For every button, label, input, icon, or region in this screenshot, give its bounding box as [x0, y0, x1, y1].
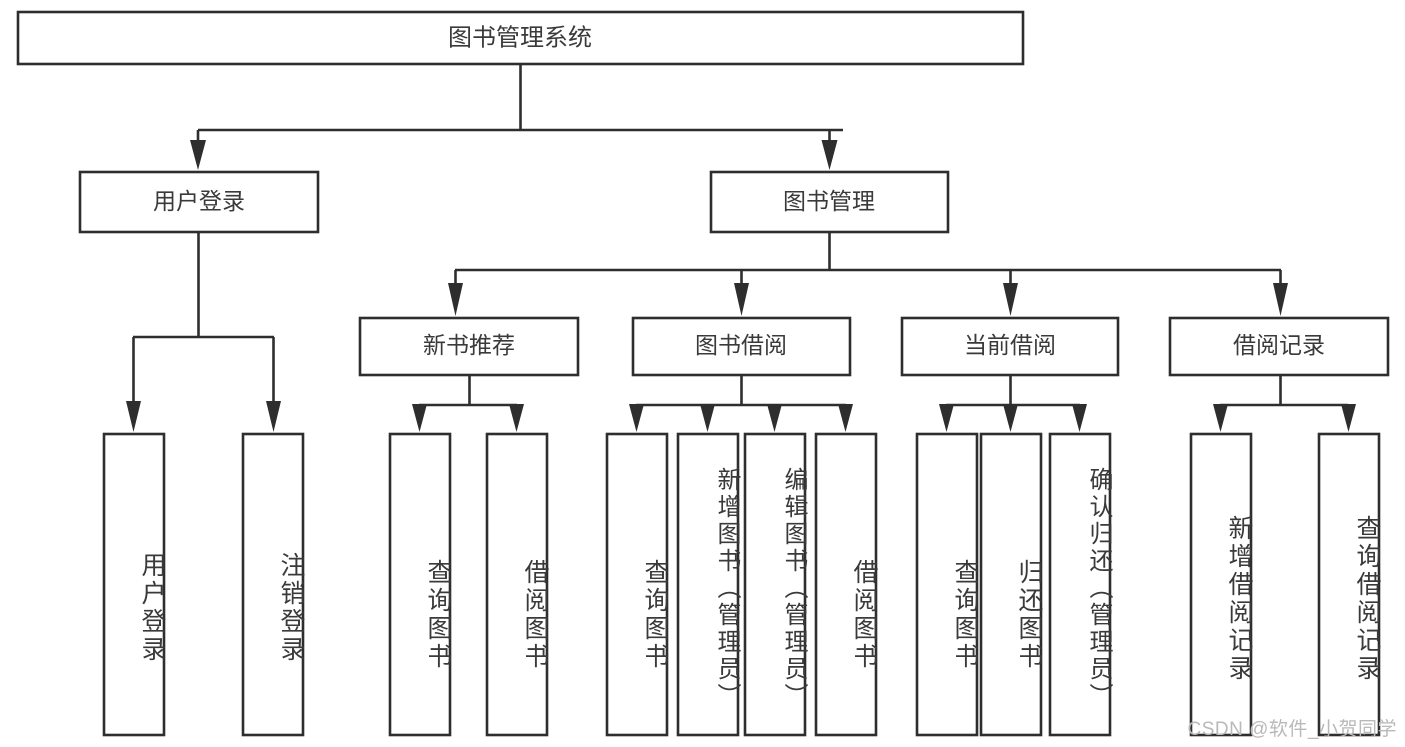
node-new-book-rec-label: 新书推荐: [423, 332, 515, 358]
arrow-head-br-query-record: [1341, 404, 1356, 432]
connector-group-user-login: [126, 233, 281, 432]
arrow-head-nbr-borrow-book: [509, 404, 524, 432]
node-new-book-rec-box[interactable]: [358, 316, 580, 377]
leaf-boxes: [102, 432, 1381, 737]
node-book-borrow[interactable]: 图书借阅: [631, 316, 852, 377]
leaf-box-br-add-record[interactable]: [1189, 432, 1253, 737]
arrow-head-br-add-record: [1213, 404, 1228, 432]
leaf-box-user-login[interactable]: [102, 432, 166, 737]
node-user-login-label: 用户登录: [153, 188, 245, 214]
arrow-head-book-borrow: [734, 283, 749, 316]
arrow-head-bb-borrow-book: [838, 404, 853, 432]
node-current-borrow[interactable]: 当前借阅: [900, 316, 1120, 377]
leaf-box-bb-query-book[interactable]: [605, 432, 669, 737]
node-borrow-record-label: 借阅记录: [1233, 332, 1325, 358]
node-new-book-rec[interactable]: 新书推荐: [358, 316, 580, 377]
connector-group-book-manage: [448, 233, 1288, 316]
arrow-head-bb-query-book: [629, 404, 644, 432]
arrow-head-leaf-user-login: [126, 401, 141, 432]
node-borrow-record[interactable]: 借阅记录: [1168, 316, 1390, 377]
arrow-head-user-login: [190, 140, 206, 170]
leaf-box-cb-return-book[interactable]: [979, 432, 1043, 737]
node-current-borrow-box[interactable]: [900, 316, 1120, 377]
connector-group-borrow-record: [1213, 376, 1356, 432]
arrow-head-cb-query-book: [939, 404, 954, 432]
leaf-box-bb-edit-book[interactable]: [743, 432, 807, 737]
node-book-borrow-box[interactable]: [631, 316, 852, 377]
leaf-box-bb-borrow-book[interactable]: [814, 432, 878, 737]
leaf-box-nbr-borrow-book[interactable]: [485, 432, 549, 737]
arrow-head-current-borrow: [1003, 283, 1018, 316]
arrow-head-nbr-query-book: [412, 404, 427, 432]
node-root[interactable]: 图书管理系统: [16, 10, 1025, 66]
arrow-head-leaf-logout: [266, 401, 281, 432]
connector-group-current-borrow: [939, 376, 1087, 432]
node-user-login[interactable]: 用户登录: [78, 170, 320, 234]
connector-group-new-book-rec: [412, 376, 524, 432]
leaf-box-br-query-record[interactable]: [1317, 432, 1381, 737]
node-book-borrow-label: 图书借阅: [695, 332, 787, 358]
leaf-box-nbr-query-book[interactable]: [388, 432, 452, 737]
arrow-head-book-manage: [821, 140, 838, 170]
arrow-head-cb-confirm-return: [1072, 404, 1087, 432]
node-user-login-box[interactable]: [78, 170, 320, 234]
arrow-head-bb-edit-book: [767, 404, 782, 432]
node-book-manage[interactable]: 图书管理: [709, 170, 950, 234]
node-current-borrow-label: 当前借阅: [964, 332, 1056, 358]
leaf-box-cb-query-book[interactable]: [915, 432, 979, 737]
node-root-label: 图书管理系统: [448, 24, 592, 51]
node-book-manage-box[interactable]: [709, 170, 950, 234]
node-borrow-record-box[interactable]: [1168, 316, 1390, 377]
arrow-head-cb-return-book: [1003, 404, 1018, 432]
leaf-box-bb-add-book[interactable]: [676, 432, 740, 737]
arrow-head-borrow-record: [1273, 283, 1288, 316]
node-root-box[interactable]: [16, 10, 1025, 66]
watermark-text: CSDN @软件_小贺同学: [1187, 719, 1397, 740]
connector-group-book-borrow: [629, 376, 853, 432]
leaf-box-logout[interactable]: [241, 432, 305, 737]
leaf-box-cb-confirm[interactable]: [1048, 432, 1112, 737]
arrow-head-bb-add-book: [700, 404, 715, 432]
arrow-head-new-book-rec: [448, 283, 463, 316]
connector-group-root: [190, 64, 843, 170]
node-book-manage-label: 图书管理: [783, 188, 875, 214]
